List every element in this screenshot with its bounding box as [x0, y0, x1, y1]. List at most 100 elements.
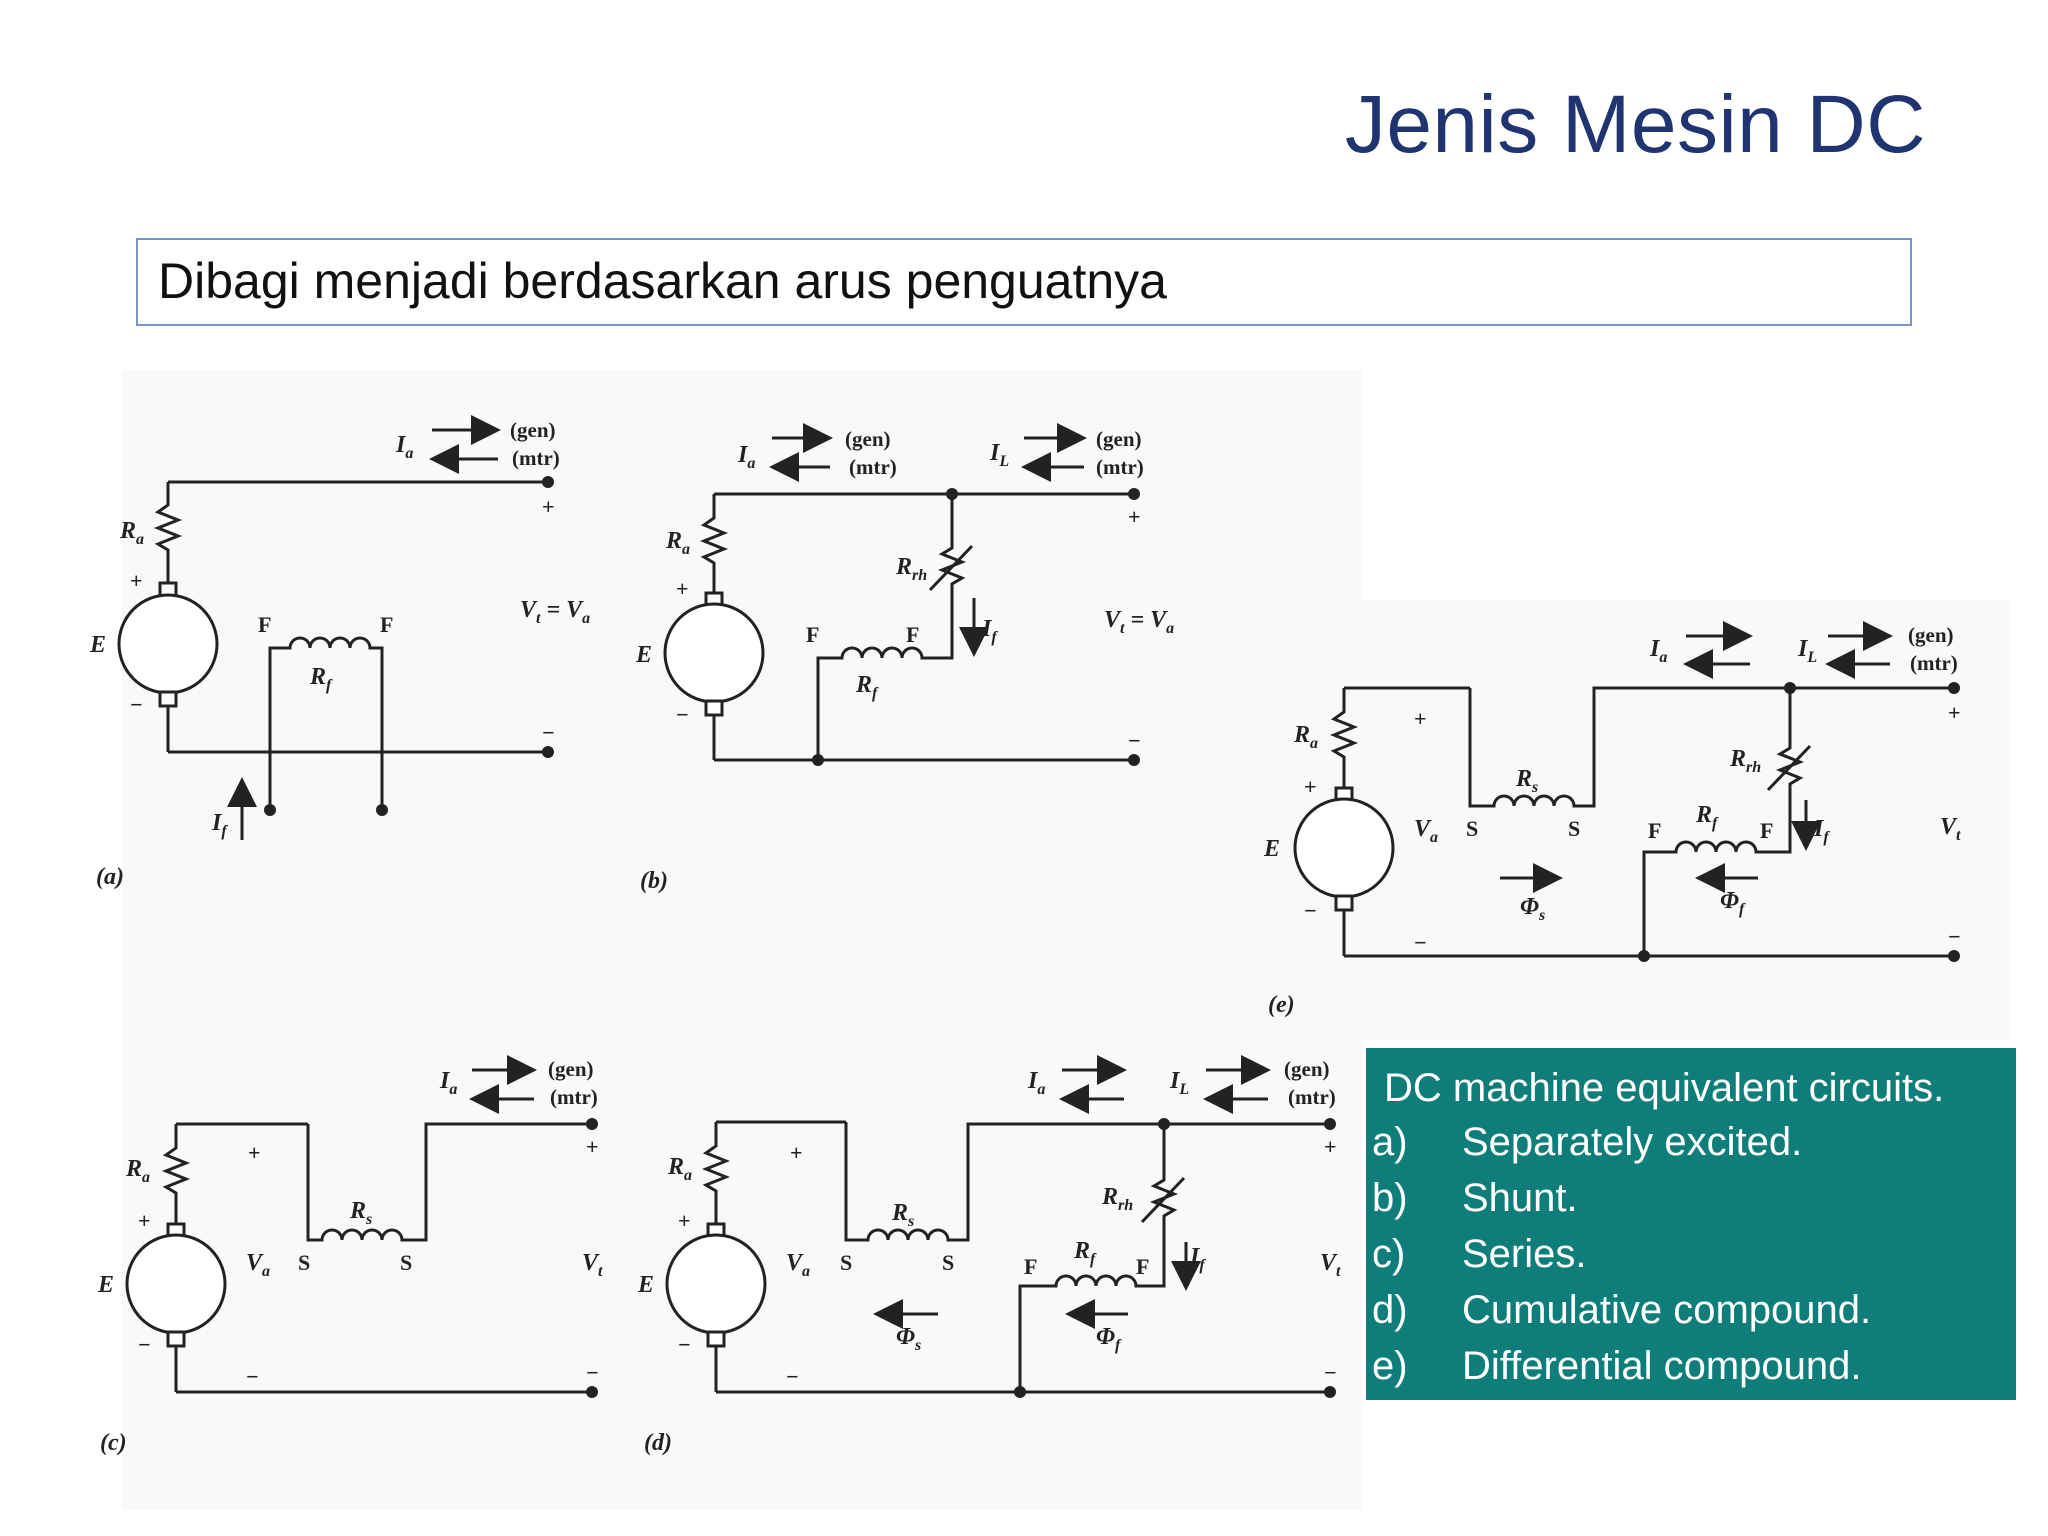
- svg-text:(b): (b): [640, 868, 668, 894]
- svg-text:−: −: [678, 1332, 691, 1357]
- svg-text:Rs: Rs: [349, 1198, 372, 1228]
- svg-text:(e): (e): [1268, 992, 1295, 1018]
- svg-text:If: If: [211, 810, 228, 840]
- svg-text:Rrh: Rrh: [1729, 746, 1761, 776]
- circuit-a-separately-excited: [117, 415, 548, 840]
- svg-text:−: −: [586, 1360, 599, 1385]
- caption-item: c) Series.: [1372, 1232, 1587, 1277]
- svg-text:F: F: [1024, 1254, 1037, 1279]
- svg-text:E: E: [89, 632, 106, 658]
- svg-text:S: S: [298, 1250, 310, 1275]
- svg-text:Va: Va: [1414, 816, 1438, 846]
- svg-text:+: +: [1414, 706, 1427, 731]
- svg-text:−: −: [138, 1332, 151, 1357]
- caption-item-key: c): [1372, 1232, 1406, 1276]
- svg-text:Ra: Ra: [665, 528, 690, 558]
- svg-text:−: −: [542, 720, 555, 745]
- svg-text:+: +: [676, 576, 689, 601]
- svg-text:Ra: Ra: [119, 518, 144, 548]
- labels-d: Ra + E − + Va − S S Rs Φs Ia IL (gen) (m…: [637, 1057, 1341, 1456]
- caption-item-text: Differential compound.: [1462, 1344, 1862, 1388]
- svg-text:(d): (d): [644, 1430, 672, 1456]
- caption-item-text: Separately excited.: [1462, 1120, 1803, 1164]
- svg-text:(mtr): (mtr): [550, 1085, 598, 1109]
- svg-text:F: F: [258, 612, 271, 637]
- svg-text:+: +: [790, 1140, 803, 1165]
- svg-text:Rf: Rf: [309, 664, 333, 694]
- svg-text:Φf: Φf: [1096, 1324, 1122, 1354]
- svg-text:F: F: [906, 622, 919, 647]
- subtitle-box: Dibagi menjadi berdasarkan arus penguatn…: [136, 238, 1912, 326]
- svg-text:(c): (c): [100, 1430, 127, 1456]
- svg-text:+: +: [1304, 774, 1317, 799]
- junction-dots: [264, 476, 1960, 1398]
- svg-text:E: E: [635, 642, 652, 668]
- caption-item: b) Shunt.: [1372, 1176, 1578, 1221]
- svg-text:(mtr): (mtr): [1288, 1085, 1336, 1109]
- caption-item: e)Differential compound.: [1372, 1344, 1862, 1389]
- svg-text:E: E: [637, 1272, 654, 1298]
- svg-text:+: +: [1324, 1134, 1337, 1159]
- svg-text:Rs: Rs: [891, 1200, 914, 1230]
- svg-text:Rf: Rf: [1073, 1238, 1097, 1268]
- svg-text:(a): (a): [96, 864, 124, 890]
- svg-text:Φs: Φs: [1520, 894, 1545, 924]
- svg-text:Rf: Rf: [1695, 802, 1719, 832]
- svg-text:(gen): (gen): [845, 427, 891, 451]
- caption-item-key: d): [1372, 1288, 1408, 1332]
- svg-text:(mtr): (mtr): [849, 455, 897, 479]
- svg-text:−: −: [1304, 898, 1317, 923]
- svg-text:Rs: Rs: [1515, 766, 1538, 796]
- svg-text:IL: IL: [1797, 636, 1817, 666]
- circuit-c-series: [125, 1055, 592, 1394]
- svg-text:Ia: Ia: [439, 1068, 457, 1098]
- svg-text:S: S: [1466, 816, 1478, 841]
- svg-text:S: S: [1568, 816, 1580, 841]
- svg-text:Ra: Ra: [667, 1154, 692, 1184]
- svg-text:+: +: [542, 494, 555, 519]
- svg-text:Rrh: Rrh: [895, 554, 927, 584]
- svg-text:(gen): (gen): [1096, 427, 1142, 451]
- svg-text:Vt: Vt: [582, 1250, 603, 1280]
- svg-text:If: If: [981, 616, 998, 646]
- caption-item-key: b): [1372, 1176, 1408, 1220]
- svg-text:+: +: [138, 1208, 151, 1233]
- caption-heading: DC machine equivalent circuits.: [1384, 1066, 1945, 1110]
- svg-text:(gen): (gen): [510, 418, 556, 442]
- svg-text:+: +: [1128, 504, 1141, 529]
- svg-text:−: −: [1324, 1360, 1337, 1385]
- svg-text:Ia: Ia: [737, 442, 755, 472]
- svg-text:S: S: [840, 1250, 852, 1275]
- svg-text:(mtr): (mtr): [512, 446, 560, 470]
- slide-title: Jenis Mesin DC: [1344, 79, 1926, 170]
- svg-text:+: +: [678, 1208, 691, 1233]
- svg-text:−: −: [786, 1364, 799, 1389]
- svg-text:F: F: [806, 622, 819, 647]
- svg-text:Vt: Vt: [1940, 814, 1961, 844]
- svg-text:F: F: [1648, 818, 1661, 843]
- svg-text:Vt = Va: Vt = Va: [520, 597, 590, 627]
- caption-box: DC machine equivalent circuits. a) Separa…: [1366, 1048, 2016, 1400]
- svg-text:−: −: [676, 702, 689, 727]
- svg-text:−: −: [1414, 930, 1427, 955]
- svg-text:Φf: Φf: [1720, 888, 1746, 918]
- circuit-b-shunt: [663, 423, 1134, 762]
- caption-item-key: a): [1372, 1120, 1408, 1164]
- svg-text:Rrh: Rrh: [1101, 1184, 1133, 1214]
- subtitle-text: Dibagi menjadi berdasarkan arus penguatn…: [158, 253, 1167, 309]
- svg-text:−: −: [1128, 728, 1141, 753]
- svg-text:F: F: [380, 612, 393, 637]
- svg-text:F: F: [1760, 818, 1773, 843]
- svg-text:If: If: [1813, 816, 1830, 846]
- svg-text:(gen): (gen): [548, 1057, 594, 1081]
- caption-item-text: Shunt.: [1462, 1176, 1578, 1220]
- svg-text:F: F: [1136, 1254, 1149, 1279]
- svg-text:+: +: [1948, 700, 1961, 725]
- svg-text:E: E: [1263, 836, 1280, 862]
- svg-text:If: If: [1189, 1244, 1206, 1274]
- svg-text:IL: IL: [989, 440, 1009, 470]
- svg-text:(gen): (gen): [1908, 623, 1954, 647]
- caption-item-text: Series.: [1462, 1232, 1587, 1276]
- svg-text:Vt: Vt: [1320, 1250, 1341, 1280]
